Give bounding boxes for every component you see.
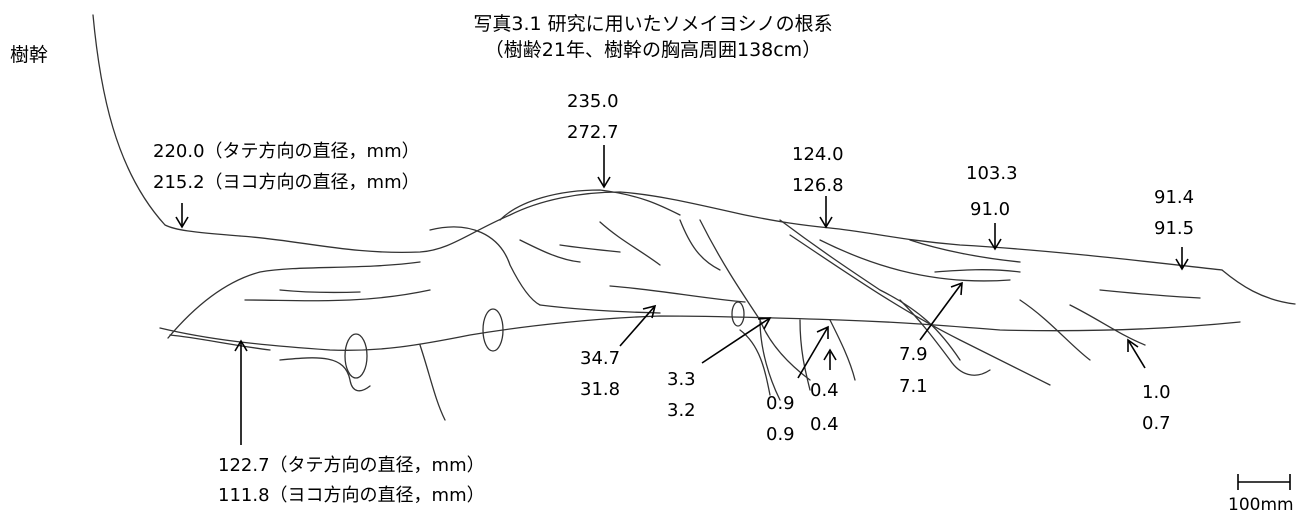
label-235-vertical: 235.0	[567, 87, 619, 117]
label-124-horizontal: 126.8	[792, 171, 844, 201]
label-04-vertical: 0.4	[810, 376, 839, 406]
trunk-base-vertical: 220.0（タテ方向の直径，mm）	[153, 137, 420, 167]
label-10-vertical: 1.0	[1142, 378, 1171, 408]
label-09-horizontal: 0.9	[766, 420, 795, 450]
scale-bar	[1238, 474, 1290, 490]
label-34-vertical: 34.7	[580, 344, 620, 374]
arrow-79	[920, 283, 962, 340]
label-10-horizontal: 0.7	[1142, 409, 1171, 439]
lower-root-vertical: 122.7（タテ方向の直径，mm）	[218, 451, 485, 481]
label-235-horizontal: 272.7	[567, 118, 619, 148]
label-103-vertical: 103.3	[966, 159, 1018, 189]
lower-root-horizontal: 111.8（ヨコ方向の直径，mm）	[218, 481, 485, 511]
label-103-horizontal: 91.0	[970, 195, 1010, 225]
root-lower-outline	[160, 316, 1240, 350]
label-91-vertical: 91.4	[1154, 183, 1194, 213]
title-line1: 写真3.1 研究に用いたソメイヨシノの根系	[0, 12, 1306, 36]
scale-bar-label: 100mm	[1228, 494, 1294, 516]
label-09-vertical: 0.9	[766, 389, 795, 419]
label-34-horizontal: 31.8	[580, 375, 620, 405]
label-04-horizontal: 0.4	[810, 410, 839, 440]
label-79-horizontal: 7.1	[899, 372, 928, 402]
trunk-base-horizontal: 215.2（ヨコ方向の直径，mm）	[153, 168, 420, 198]
root-upper-outline	[240, 192, 1222, 270]
label-91-horizontal: 91.5	[1154, 214, 1194, 244]
label-79-vertical: 7.9	[899, 340, 928, 370]
trunk-label: 樹幹	[10, 44, 48, 66]
label-33-vertical: 3.3	[667, 365, 696, 395]
title-line2: （樹齢21年、樹幹の胸高周囲138cm）	[0, 38, 1306, 62]
label-124-vertical: 124.0	[792, 140, 844, 170]
label-33-horizontal: 3.2	[667, 396, 696, 426]
